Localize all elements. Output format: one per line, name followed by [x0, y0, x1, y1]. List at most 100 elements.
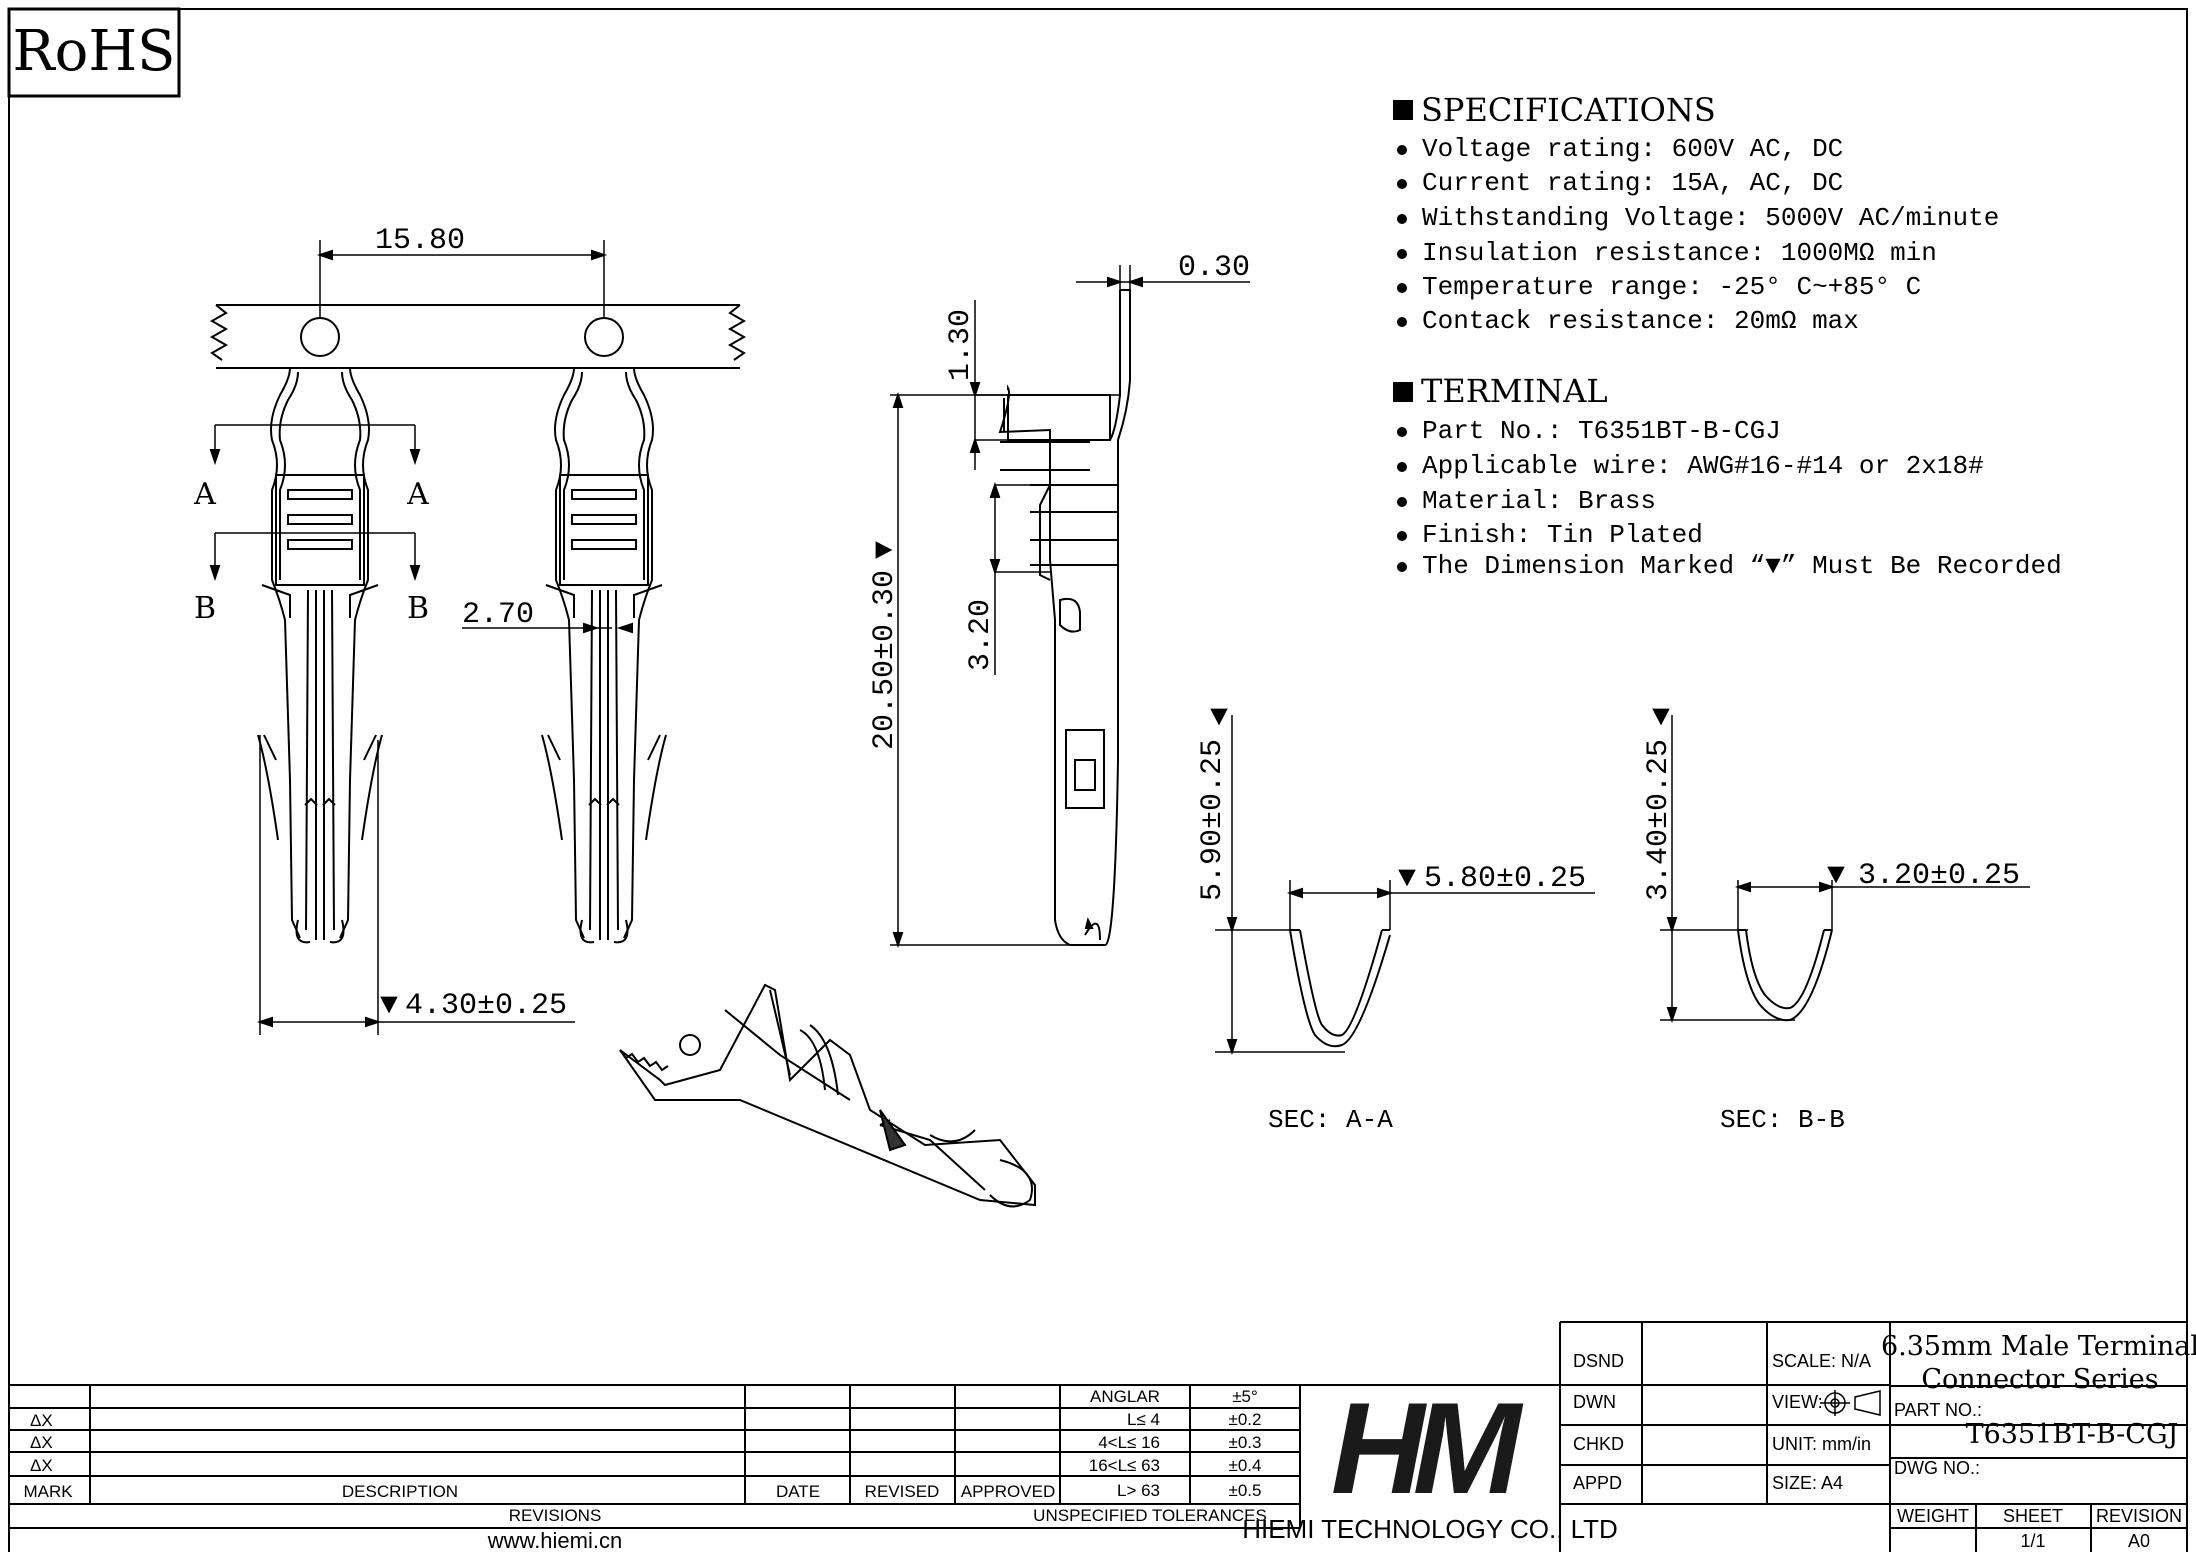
- front-view-labels: 15.80 A A B B 2.70 ▼ 4.30±0.25: [193, 224, 567, 1023]
- logo-text: HM: [1331, 1375, 1524, 1521]
- dim-sec-a-height: 5.90±0.25: [1196, 739, 1230, 901]
- dim-crimp-length: 3.20: [964, 599, 998, 671]
- terminal-item-dimension-note: The Dimension Marked “▼” Must Be Recorde…: [1422, 551, 2062, 581]
- spec-heading: SPECIFICATIONS: [1421, 91, 1716, 129]
- dim-sec-a-width-marker: ▼: [1398, 862, 1416, 896]
- spec-item-insulation: Insulation resistance: 1000MΩ min: [1422, 238, 1937, 268]
- dim-tab-height: 1.30: [944, 309, 978, 381]
- tol-range-1: L≤ 4: [1127, 1410, 1160, 1429]
- section-a-right: A: [406, 477, 429, 512]
- revisions-labels: ΔX ΔX ΔX MARK DESCRIPTION DATE REVISED A…: [23, 1411, 1055, 1552]
- terminal-front-left: [257, 367, 383, 944]
- label-view: VIEW:: [1772, 1392, 1823, 1412]
- label-dwg-no: DWG NO.:: [1894, 1458, 1980, 1478]
- sheet-border: [8, 8, 2188, 1552]
- dim-barrel-gap: 2.70: [462, 598, 534, 632]
- section-b-view: [1660, 715, 2030, 1024]
- tol-range-2: 4<L≤ 16: [1098, 1433, 1160, 1452]
- dim-sec-b-width-marker: ▼: [1827, 859, 1845, 893]
- spec-item-withstanding: Withstanding Voltage: 5000V AC/minute: [1422, 203, 1999, 233]
- dim-thickness: 0.30: [1178, 251, 1250, 285]
- col-revised: REVISED: [865, 1482, 940, 1501]
- col-approved: APPROVED: [961, 1482, 1055, 1501]
- tol-value-4: ±0.5: [1229, 1481, 1262, 1500]
- dim-sec-a-width: 5.80±0.25: [1424, 862, 1586, 896]
- revision-mark-1: ΔX: [30, 1411, 53, 1430]
- col-date: DATE: [776, 1482, 820, 1501]
- terminal-item-wire: Applicable wire: AWG#16-#14 or 2x18#: [1422, 451, 1984, 481]
- value-revision: A0: [2128, 1531, 2150, 1551]
- section-b-caption: SEC: B-B: [1720, 1105, 1845, 1135]
- title-block-labels: DSND DWN CHKD APPD SCALE: N/A VIEW: UNIT…: [1573, 1351, 2182, 1551]
- tol-range-4: L> 63: [1117, 1481, 1160, 1500]
- terminal-heading-bullet: [1393, 382, 1413, 402]
- dim-barrel-width-marker: ▼: [380, 989, 398, 1023]
- revision-mark-2: ΔX: [30, 1433, 53, 1452]
- value-sheet: 1/1: [2020, 1531, 2045, 1551]
- tol-value-2: ±0.3: [1229, 1433, 1262, 1452]
- section-b-right: B: [407, 591, 429, 626]
- section-a-labels: 5.90±0.25 ▼ ▼ 5.80±0.25 SEC: A-A: [1196, 701, 1586, 1135]
- label-weight: WEIGHT: [1897, 1506, 1969, 1526]
- rohs-badge: RoHS: [7, 7, 181, 98]
- label-part-no: PART NO.:: [1894, 1400, 1982, 1420]
- side-view: [890, 265, 1250, 949]
- col-mark: MARK: [23, 1482, 73, 1501]
- terminal-item-finish: Finish: Tin Plated: [1422, 520, 1703, 550]
- tolerance-labels: ANGLAR ±5° L≤ 4 ±0.2 4<L≤ 16 ±0.3 16<L≤ …: [1033, 1387, 1267, 1525]
- section-a-caption: SEC: A-A: [1268, 1105, 1393, 1135]
- col-description: DESCRIPTION: [342, 1482, 458, 1501]
- terminal-heading: TERMINAL: [1421, 372, 1608, 410]
- label-unit: UNIT: mm/in: [1772, 1434, 1871, 1454]
- dim-overall-length-marker: ▼: [868, 541, 902, 559]
- label-appd: APPD: [1573, 1473, 1622, 1493]
- tol-range-3: 16<L≤ 63: [1089, 1456, 1160, 1475]
- projection-symbol-icon: [1820, 1390, 1881, 1416]
- drawing-title-line1: 6.35mm Male Terminal: [1881, 1331, 2196, 1362]
- spec-item-voltage: Voltage rating: 600V AC, DC: [1422, 134, 1843, 164]
- dim-overall-length: 20.50±0.30: [868, 570, 902, 750]
- dim-sec-a-height-marker: ▼: [1210, 701, 1228, 735]
- spec-item-contact: Contack resistance: 20mΩ max: [1422, 306, 1859, 336]
- spec-item-temperature: Temperature range: -25° C~+85° C: [1422, 272, 1921, 302]
- section-b-labels: 3.40±0.25 ▼ ▼ 3.20±0.25 SEC: B-B: [1642, 701, 2020, 1135]
- tolerance-footer: UNSPECIFIED TOLERANCES: [1033, 1506, 1267, 1525]
- terminal-item-material: Material: Brass: [1422, 486, 1656, 516]
- company-logo: HM: [1331, 1375, 1536, 1521]
- spec-item-current: Current rating: 15A, AC, DC: [1422, 168, 1843, 198]
- tol-value-0: ±5°: [1232, 1387, 1258, 1406]
- drawing-title-line2: Connector Series: [1921, 1364, 2158, 1395]
- section-a-left: A: [193, 477, 216, 512]
- dim-barrel-width: 4.30±0.25: [405, 989, 567, 1023]
- company-name: HIEMI TECHNOLOGY CO., LTD: [1242, 1514, 1618, 1544]
- specifications-block: SPECIFICATIONS Voltage rating: 600V AC, …: [1393, 91, 1999, 336]
- front-view: [209, 240, 747, 1035]
- tol-range-0: ANGLAR: [1090, 1387, 1160, 1406]
- title-block: [9, 1321, 2187, 1552]
- label-revision: REVISION: [2096, 1506, 2182, 1526]
- part-number: T6351BT-B-CGJ: [1966, 1419, 2179, 1450]
- terminal-front-right: [541, 367, 667, 944]
- section-b-left: B: [194, 591, 216, 626]
- terminal-block: TERMINAL Part No.: T6351BT-B-CGJ Applica…: [1393, 372, 2062, 581]
- website: www.hiemi.cn: [487, 1528, 622, 1552]
- spec-heading-bullet: [1393, 100, 1413, 120]
- terminal-item-part: Part No.: T6351BT-B-CGJ: [1422, 416, 1781, 446]
- dim-sec-b-width: 3.20±0.25: [1858, 859, 2020, 893]
- section-a-view: [1215, 715, 1595, 1056]
- revisions-footer: REVISIONS: [509, 1506, 602, 1525]
- dim-sec-b-height: 3.40±0.25: [1642, 739, 1676, 901]
- label-dwn: DWN: [1573, 1392, 1616, 1412]
- label-scale: SCALE: N/A: [1772, 1351, 1871, 1371]
- dim-pitch: 15.80: [375, 224, 465, 258]
- label-sheet: SHEET: [2003, 1506, 2063, 1526]
- rohs-text: RoHS: [12, 19, 175, 84]
- title-block-title: 6.35mm Male Terminal Connector Series T6…: [1881, 1331, 2196, 1450]
- tol-value-3: ±0.4: [1229, 1456, 1262, 1475]
- dim-sec-b-height-marker: ▼: [1652, 701, 1670, 735]
- label-chkd: CHKD: [1573, 1434, 1624, 1454]
- revision-mark-3: ΔX: [30, 1456, 53, 1475]
- isometric-view: [619, 983, 1036, 1208]
- tol-value-1: ±0.2: [1229, 1410, 1262, 1429]
